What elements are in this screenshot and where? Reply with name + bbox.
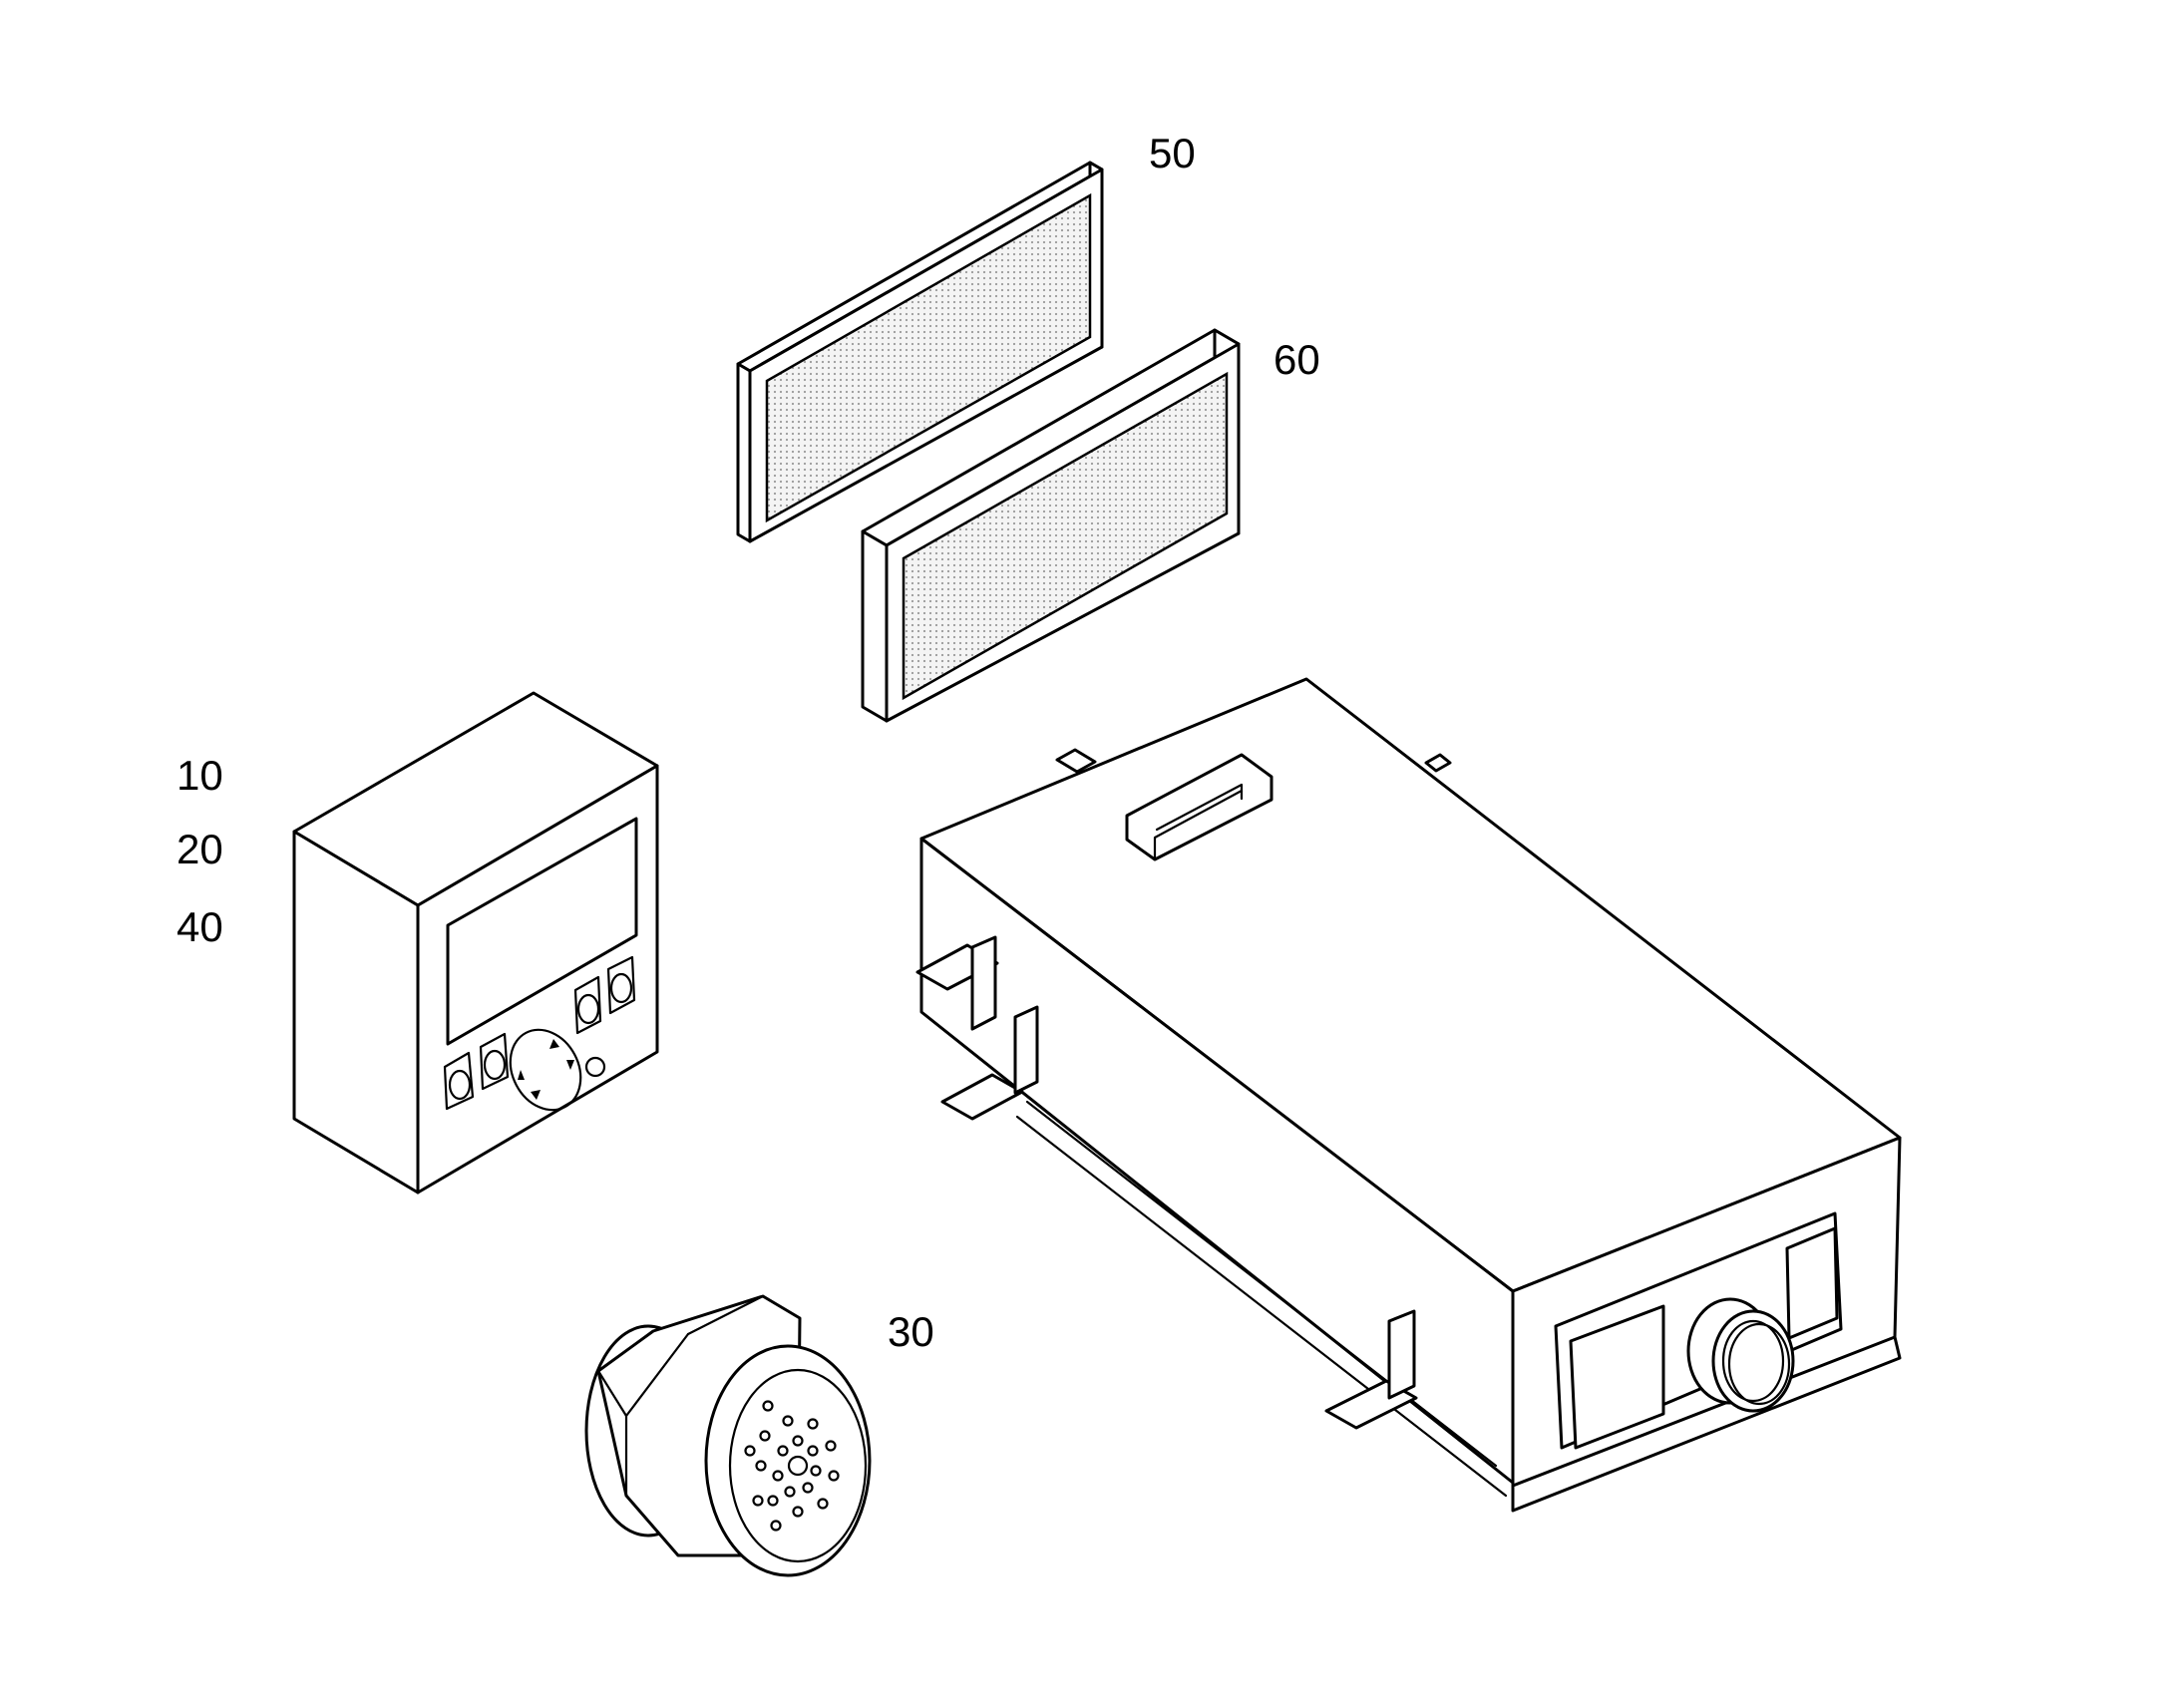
callout-label-20: 20 (177, 826, 223, 872)
callout-label-60: 60 (1273, 336, 1320, 383)
display-screen (446, 817, 638, 1046)
silencer-fitting (584, 1294, 872, 1577)
filter-panel-60 (861, 328, 1241, 723)
main-housing-unit (915, 677, 1902, 1513)
filter-panel-50 (736, 161, 1104, 543)
callout-label-50: 50 (1149, 130, 1196, 176)
callout-label-10: 10 (177, 752, 223, 799)
outlet-spigot (1686, 1297, 1795, 1413)
mounting-tabs (915, 748, 1452, 1430)
navigation-dpad (509, 1028, 582, 1112)
indicator-light (584, 1056, 606, 1078)
callout-label-40: 40 (177, 903, 223, 950)
air-outlet-panel (1554, 1211, 1843, 1450)
control-unit (292, 691, 659, 1195)
control-buttons (443, 955, 636, 1111)
callout-label-30: 30 (888, 1308, 934, 1355)
carry-handle (1125, 753, 1273, 861)
perforation-holes (744, 1400, 840, 1532)
